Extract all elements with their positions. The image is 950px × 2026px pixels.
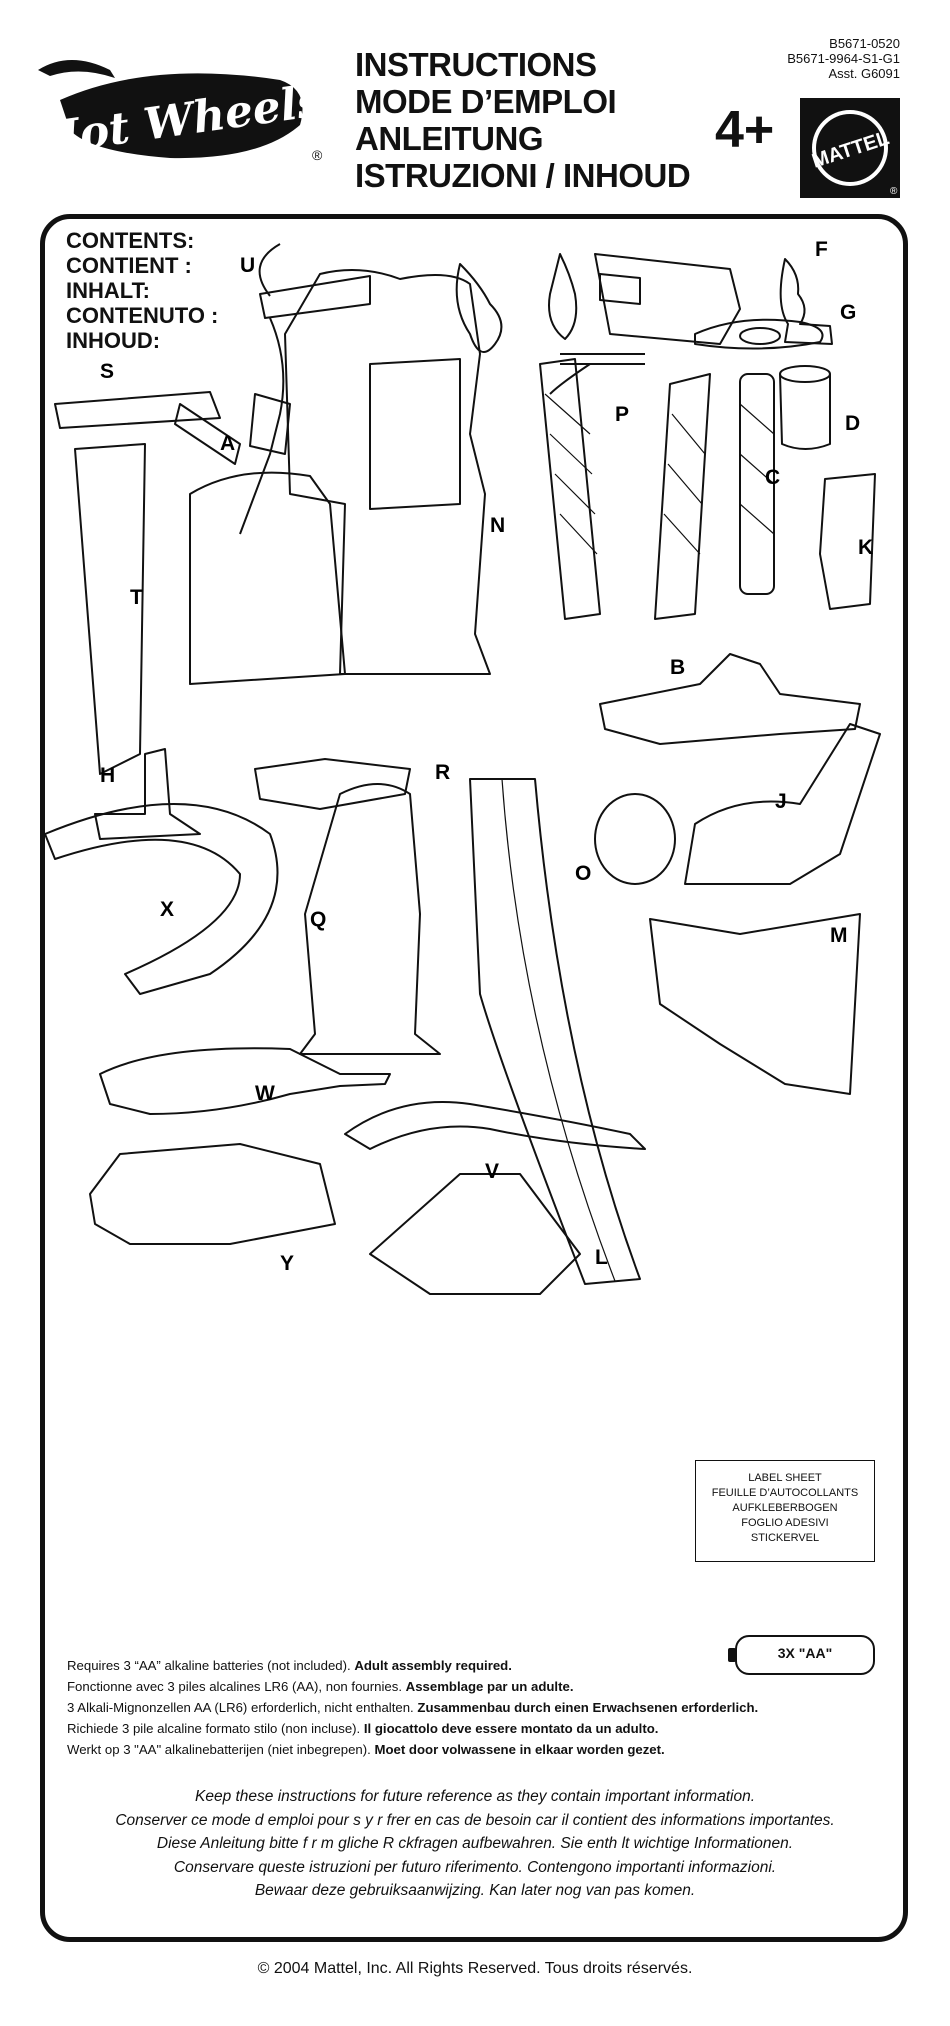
keep-note-it: Conservare queste istruzioni per futuro … — [173, 1858, 777, 1876]
title-en: INSTRUCTIONS — [355, 46, 597, 83]
title-fr: MODE D’EMPLOI — [355, 83, 617, 120]
label-sheet-line-en: LABEL SHEET — [748, 1472, 822, 1484]
letter-h: H — [100, 764, 115, 787]
part-d-cup — [779, 365, 831, 450]
part-p-truss — [654, 373, 711, 620]
mattel-logo: MATTEL ® — [800, 98, 900, 198]
part-n-truss — [539, 358, 601, 620]
part-x-curve — [44, 803, 279, 995]
part-l-ramp — [369, 1173, 581, 1295]
code-3: Asst. G6091 — [828, 66, 900, 81]
letter-k: K — [858, 536, 873, 559]
mattel-registered: ® — [890, 186, 898, 197]
copyright-notice: © 2004 Mattel, Inc. All Rights Reserved.… — [257, 1960, 693, 1977]
title-it-nl: ISTRUZIONI / INHOUD — [355, 157, 691, 194]
part-f-flame — [779, 258, 833, 345]
part-a-tower — [189, 269, 491, 685]
battery-requirements: Requires 3 “AA” alkaline batteries (not … — [67, 1655, 758, 1760]
contents-label-en: CONTENTS: — [66, 228, 195, 253]
req-line-de: 3 Alkali-Mignonzellen AA (LR6) erforderl… — [67, 1700, 759, 1715]
letter-v: V — [485, 1160, 499, 1183]
keep-note-de: Diese Anleitung bitte f r m gliche R ckf… — [156, 1835, 794, 1852]
battery-icon-tip — [728, 1648, 736, 1662]
keep-note-fr: Conserver ce mode d emploi pour s y r fr… — [115, 1811, 835, 1829]
part-v-track — [344, 1101, 646, 1150]
req-line-en: Requires 3 “AA” alkaline batteries (not … — [67, 1658, 512, 1673]
letter-o: O — [575, 862, 591, 885]
part-h-stand — [94, 748, 201, 840]
contents-heading: CONTENTS: CONTIENT : INHALT: CONTENUTO :… — [66, 228, 218, 353]
part-m-canyon — [649, 913, 861, 1095]
letter-r: R — [435, 761, 450, 784]
label-sheet-line-it: FOGLIO ADESIVI — [741, 1517, 829, 1529]
letter-q: Q — [310, 908, 326, 931]
part-b-rockbase — [599, 653, 861, 745]
letter-g: G — [840, 301, 856, 324]
contents-frame — [40, 214, 908, 1942]
battery-icon — [735, 1635, 875, 1675]
code-1: B5671-0520 — [829, 36, 900, 51]
part-o-ramp — [469, 778, 641, 1285]
parts-illustration: U E F G S A N P D C K T B H R J X Q O M … — [44, 238, 881, 1295]
part-flames — [455, 253, 578, 353]
keep-note-nl: Bewaar deze gebruiksaanwijzing. Kan late… — [254, 1882, 696, 1899]
letter-b: B — [670, 656, 685, 679]
contents-label-nl: INHOUD: — [66, 328, 161, 353]
letter-l: L — [595, 1246, 608, 1269]
letter-s: S — [100, 360, 114, 383]
hot-wheels-logo: Hot Wheels ® — [33, 60, 325, 166]
part-k-plate — [819, 473, 876, 610]
part-t-rack — [74, 443, 146, 775]
letter-a: A — [220, 432, 235, 455]
letter-n: N — [490, 514, 505, 537]
label-sheet-line-fr: FEUILLE D’AUTOCOLLANTS — [711, 1487, 859, 1499]
part-u-launcher — [174, 243, 371, 535]
battery-label: 3X "AA" — [777, 1645, 833, 1661]
req-line-nl: Werkt op 3 "AA" alkalinebatterijen (niet… — [67, 1742, 665, 1757]
part-w-track — [99, 1047, 391, 1115]
letter-j: J — [775, 790, 787, 813]
letter-u: U — [240, 254, 255, 277]
part-e-base — [594, 253, 741, 345]
label-sheet-box: LABEL SHEET FEUILLE D’AUTOCOLLANTS AUFKL… — [695, 1460, 875, 1562]
keep-instructions-notes: Keep these instructions for future refer… — [50, 1785, 900, 1903]
contents-label-it: CONTENUTO : — [66, 303, 219, 328]
part-s-bracket — [54, 391, 221, 429]
part-j-loop — [594, 723, 881, 885]
title-de: ANLEITUNG — [355, 120, 544, 157]
req-line-fr: Fonctionne avec 3 piles alcalines LR6 (A… — [67, 1679, 574, 1694]
part-r-launcher — [254, 758, 411, 810]
page-titles: INSTRUCTIONS MODE D’EMPLOI ANLEITUNG IST… — [355, 46, 691, 194]
letter-y: Y — [280, 1252, 294, 1275]
label-sheet-line-de: AUFKLEBERBOGEN — [732, 1502, 838, 1514]
letter-m: M — [830, 924, 848, 947]
letter-d: D — [845, 412, 860, 435]
letter-f: F — [815, 238, 828, 261]
contents-label-fr: CONTIENT : — [66, 253, 192, 278]
registered-mark: ® — [312, 147, 323, 163]
part-y-base — [89, 1143, 336, 1245]
label-sheet-line-nl: STICKERVEL — [750, 1532, 820, 1544]
req-line-it: Richiede 3 pile alcaline formato stilo (… — [67, 1721, 659, 1736]
letter-t: T — [130, 586, 143, 609]
contents-label-de: INHALT: — [66, 278, 150, 303]
letter-w: W — [255, 1082, 275, 1105]
keep-note-en: Keep these instructions for future refer… — [194, 1788, 756, 1805]
part-c-column — [739, 373, 775, 595]
code-2: B5671-9964-S1-G1 — [787, 51, 900, 66]
letter-x: X — [160, 898, 174, 921]
letter-p: P — [615, 403, 629, 426]
letter-c: C — [765, 466, 780, 489]
product-codes: B5671-0520 B5671-9964-S1-G1 Asst. G6091 — [787, 36, 900, 81]
part-g-clip — [549, 318, 824, 395]
age-rating: 4+ — [715, 101, 775, 159]
